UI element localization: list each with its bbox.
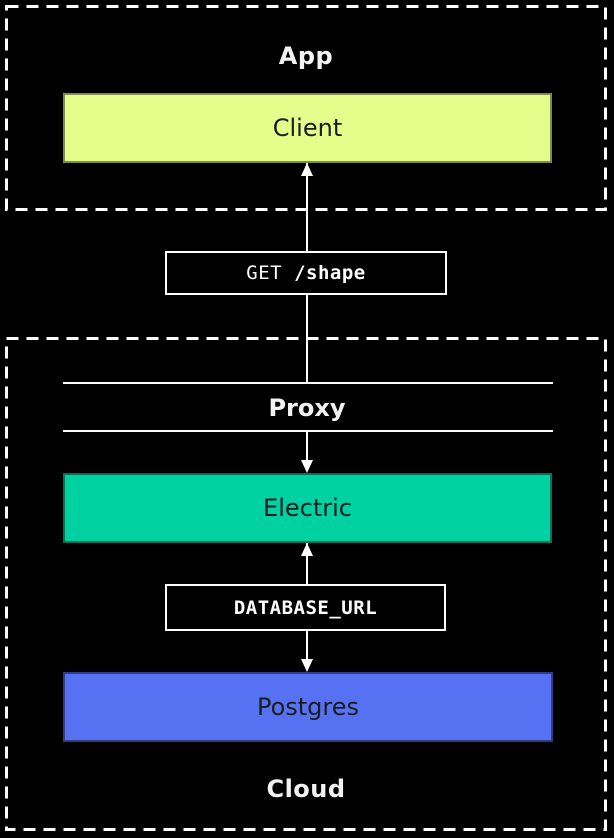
- client-node: Client: [63, 93, 552, 163]
- postgres-node-label: Postgres: [256, 693, 360, 721]
- arrowhead-down-icon: [301, 460, 313, 473]
- app-zone-label: App: [278, 42, 334, 70]
- arrowhead-down-icon: [301, 659, 313, 672]
- electric-node: Electric: [63, 473, 552, 543]
- cloud-zone: Cloud: [5, 337, 607, 831]
- connector-proxy-electric: [306, 432, 308, 471]
- database-url-edge-label: DATABASE_URL: [165, 584, 446, 631]
- connector-electric-dburl: [306, 543, 308, 584]
- proxy-bottom-rule: [63, 430, 553, 432]
- arrowhead-up-icon: [301, 543, 313, 556]
- connector-get-proxy: [306, 295, 308, 383]
- connector-dburl-postgres: [306, 631, 308, 670]
- client-node-label: Client: [272, 114, 343, 142]
- proxy-node-label: Proxy: [268, 394, 346, 422]
- cloud-zone-border: [5, 337, 607, 831]
- get-shape-edge-label: GET /shape: [165, 251, 447, 295]
- database-url-text: DATABASE_URL: [233, 596, 378, 619]
- postgres-node: Postgres: [63, 672, 553, 742]
- arrowhead-up-icon: [301, 163, 313, 176]
- proxy-top-rule: [63, 382, 553, 384]
- electric-node-label: Electric: [263, 494, 352, 522]
- http-path-text: /shape: [294, 262, 366, 284]
- connector-client-get: [306, 163, 308, 251]
- cloud-zone-label: Cloud: [266, 775, 346, 803]
- http-method-text: GET: [246, 262, 283, 284]
